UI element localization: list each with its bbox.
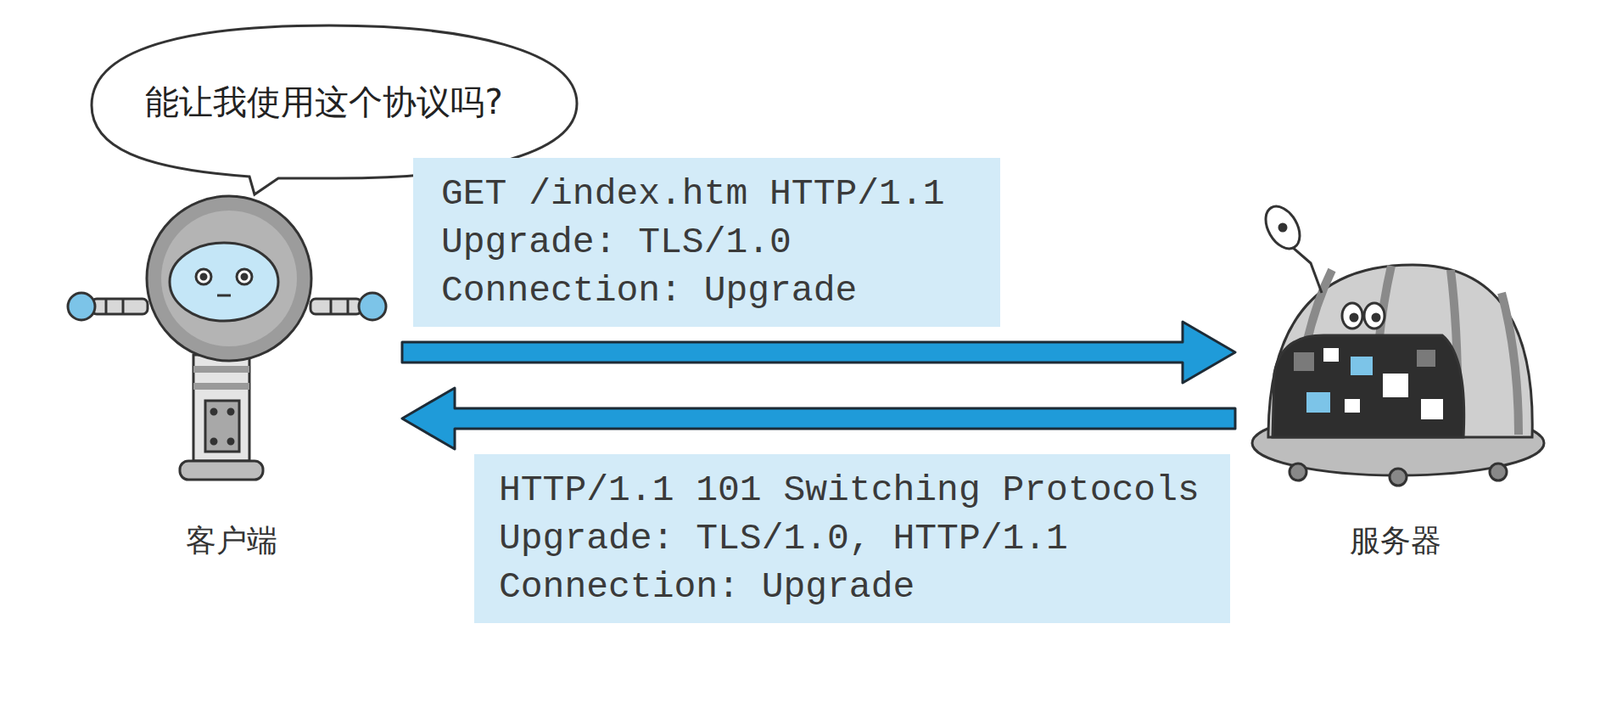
panel-light: [1420, 398, 1444, 420]
robot-figure: 客户端: [63, 203, 399, 569]
robot-pupil: [1372, 313, 1380, 321]
message-arrow: [402, 321, 1236, 383]
robot-arm: [91, 298, 148, 314]
robot-mouth: [217, 294, 231, 297]
arm-stripe: [346, 298, 350, 314]
panel-light: [1416, 349, 1436, 367]
panel-light: [1382, 373, 1409, 398]
robot-antenna: [1291, 246, 1322, 293]
dome-stripe: [1501, 292, 1519, 435]
panel-light: [1293, 352, 1315, 371]
panel-light: [1344, 398, 1360, 413]
http-line: Upgrade: TLS/1.0: [441, 218, 950, 267]
antenna-dish: [1258, 200, 1307, 255]
robot-dome: [1268, 264, 1533, 437]
body-stripe: [193, 382, 250, 390]
panel-light: [1350, 356, 1373, 375]
panel-light: [1306, 391, 1331, 413]
robot-body: [193, 354, 250, 461]
robot-hand: [67, 292, 96, 320]
panel-dot: [211, 438, 217, 444]
robot-eye: [1342, 302, 1363, 329]
message-box: GET /index.htm HTTP/1.1Upgrade: TLS/1.0C…: [413, 157, 1001, 327]
robot-face: [169, 242, 279, 321]
arm-stripe: [105, 298, 108, 314]
message-box: HTTP/1.1 101 Switching ProtocolsUpgrade:…: [474, 453, 1231, 623]
panel-dot: [228, 438, 234, 444]
message-arrow: [402, 387, 1236, 449]
robot-figure: 服务器: [1238, 203, 1553, 569]
speech-text: 能让我使用这个协议吗?: [145, 78, 503, 126]
server-robot: [1252, 200, 1545, 486]
figure-label: 服务器: [1349, 520, 1442, 562]
http-line: HTTP/1.1 101 Switching Protocols: [498, 465, 1205, 515]
robot-wheel: [1389, 468, 1407, 486]
robot-hand: [358, 292, 387, 320]
http-line: Connection: Upgrade: [498, 562, 1205, 611]
panel-dot: [211, 408, 217, 414]
robot-pupil: [201, 274, 207, 280]
robot-arm: [310, 298, 362, 314]
http-line: Upgrade: TLS/1.0, HTTP/1.1: [498, 514, 1205, 563]
robot-eye: [1364, 302, 1385, 329]
robot-eye: [195, 268, 212, 285]
body-panel: [205, 400, 240, 452]
body-stripe: [193, 365, 250, 373]
robot-wheel: [1289, 463, 1307, 481]
head-shade: [161, 210, 297, 347]
robot-pupil: [241, 274, 247, 280]
dome-panel: [1272, 335, 1465, 437]
http-line: Connection: Upgrade: [441, 266, 950, 315]
robot-wheel: [1489, 463, 1507, 481]
robot-base: [179, 460, 263, 480]
http-line: GET /index.htm HTTP/1.1: [441, 169, 950, 219]
client-robot: [67, 195, 387, 480]
arm-stripe: [122, 298, 125, 314]
figure-label: 客户端: [185, 520, 278, 562]
panel-dot: [228, 408, 234, 414]
arm-stripe: [330, 298, 333, 314]
antenna-tip: [1279, 223, 1287, 231]
robot-eye: [236, 268, 252, 285]
robot-pupil: [1350, 313, 1358, 321]
robot-head: [146, 195, 312, 361]
panel-light: [1323, 347, 1339, 362]
